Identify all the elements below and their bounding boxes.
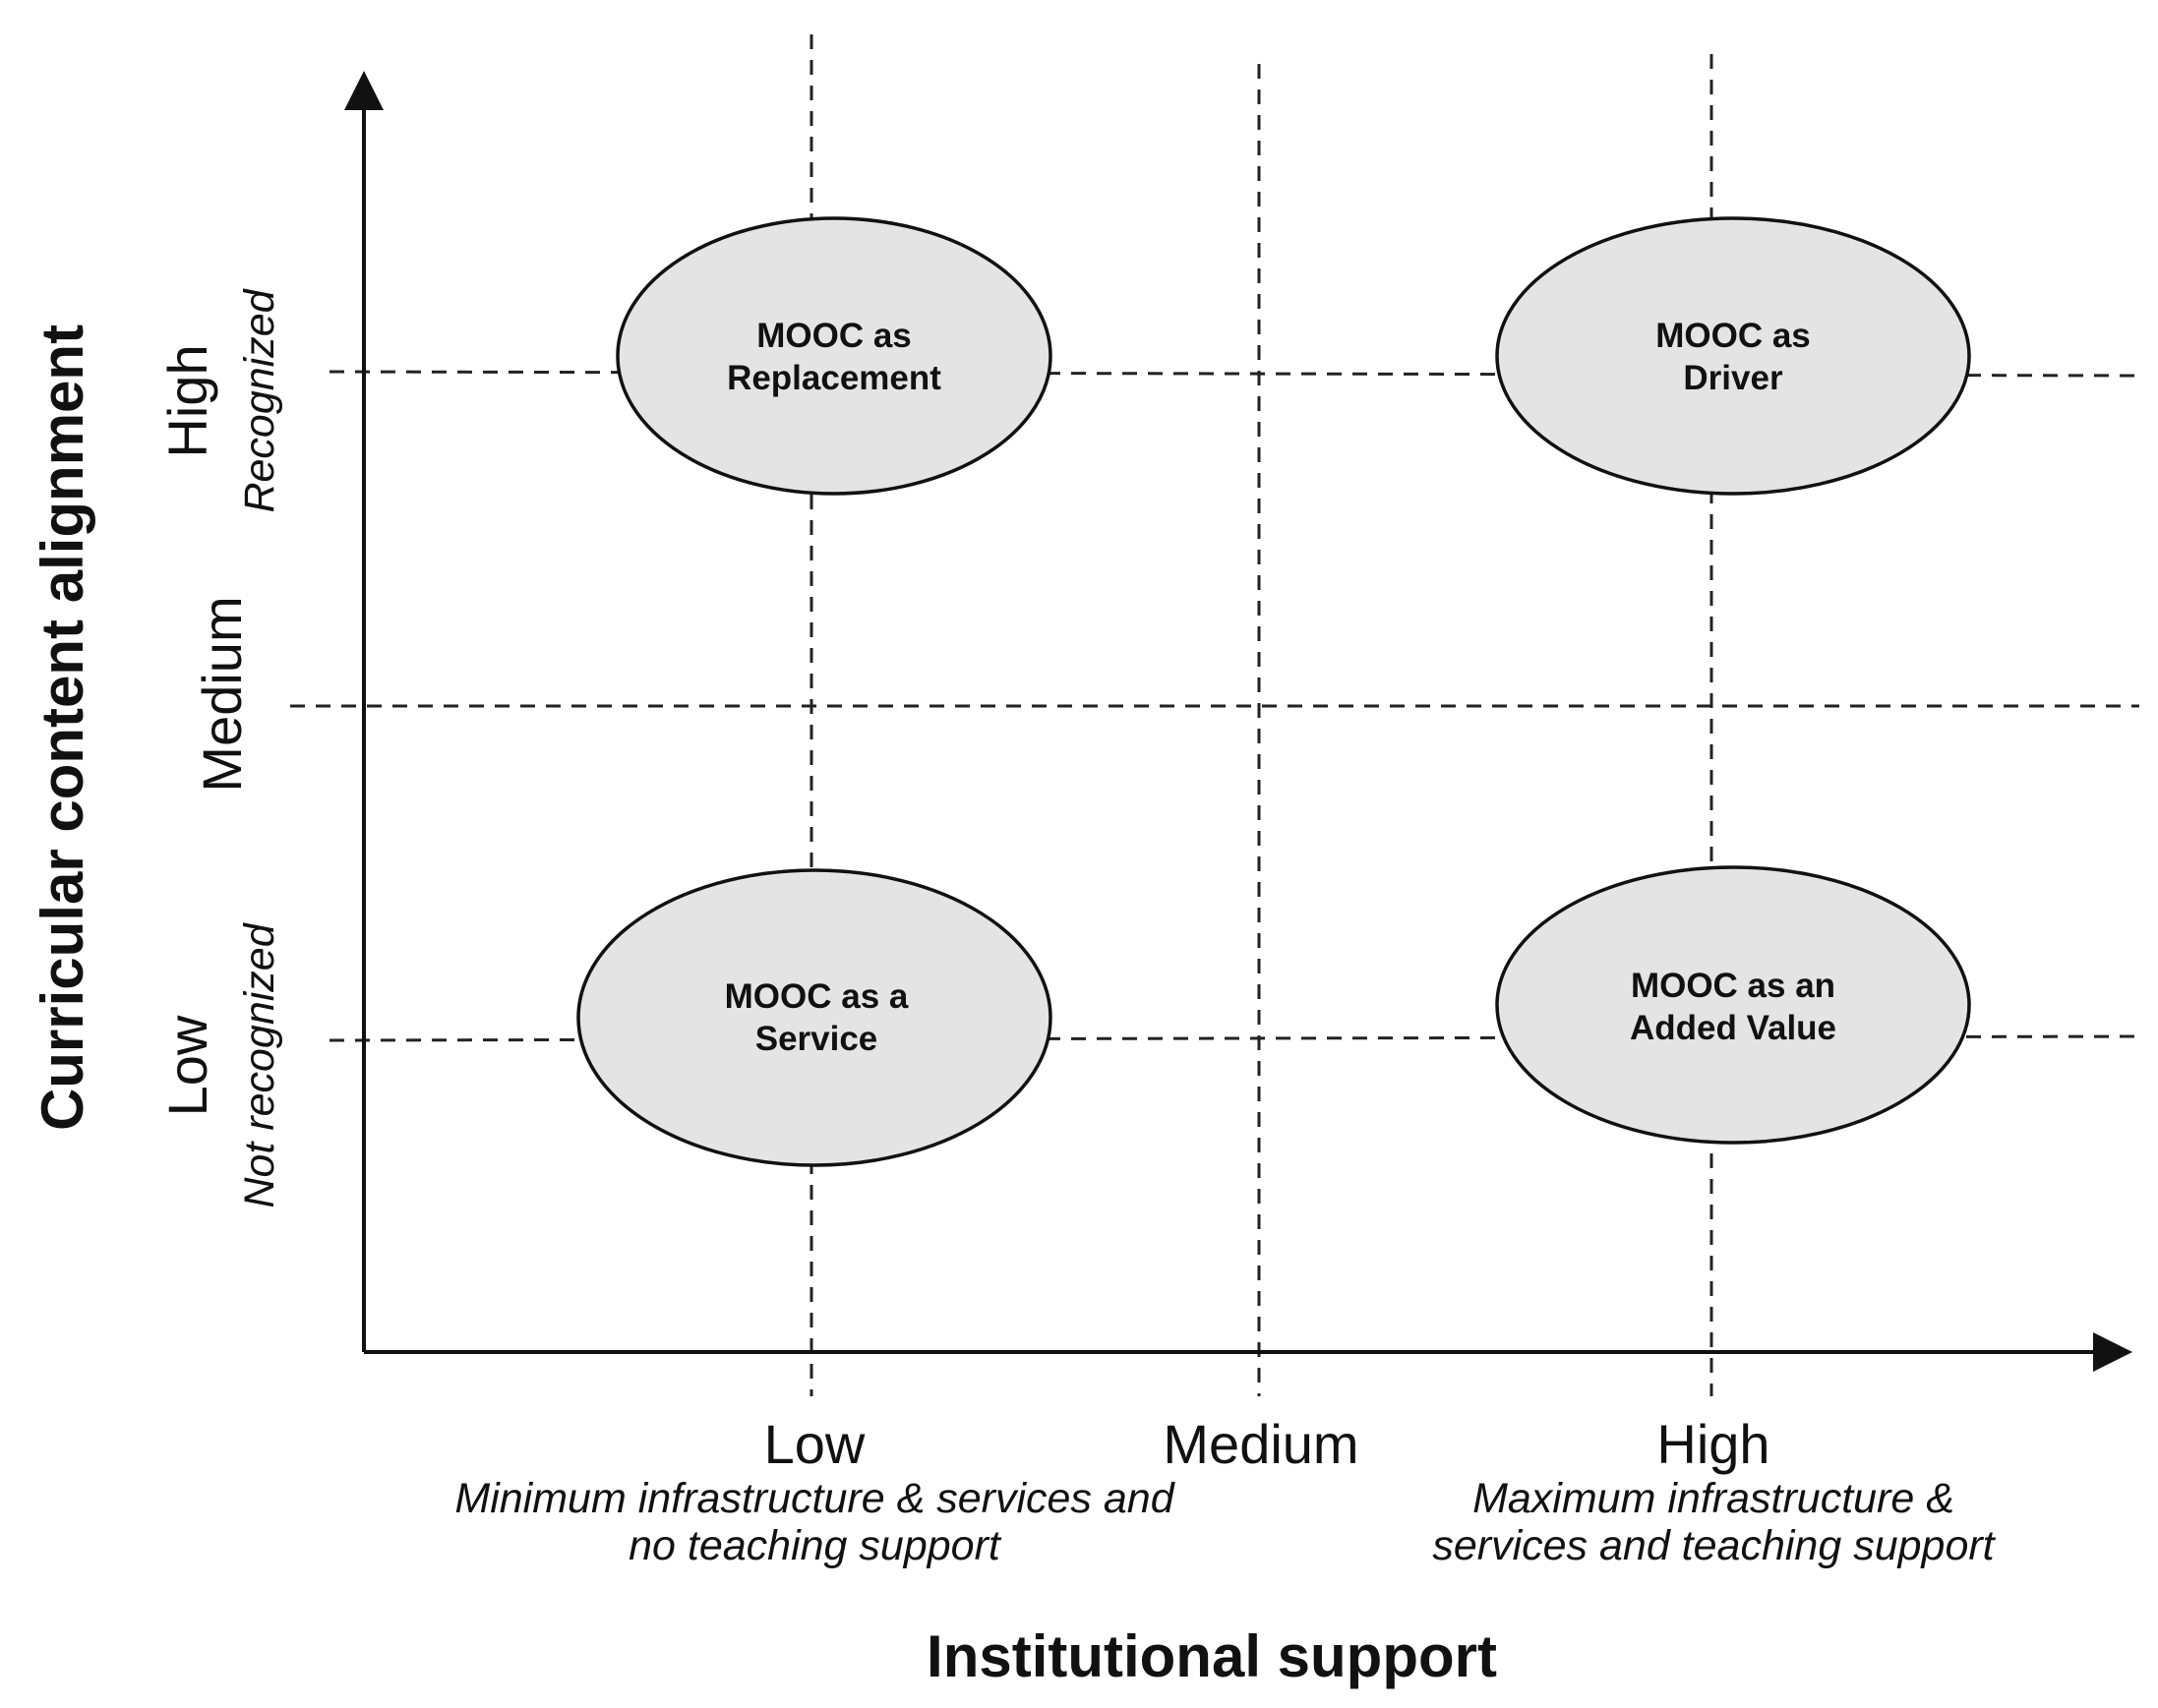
- driver-line-1: MOOC as: [1655, 317, 1811, 355]
- service-line-2: Service: [755, 1020, 878, 1058]
- service-line-1: MOOC as a: [725, 977, 909, 1016]
- y-low-note: Not recognized: [236, 921, 283, 1207]
- x-low-note-line-2: no teaching support: [629, 1522, 1002, 1569]
- ellipse-added-value: [1495, 865, 1971, 1145]
- y-axis-labels: Curricular content alignment High Recogn…: [30, 287, 283, 1207]
- y-level-medium: Medium: [191, 596, 253, 792]
- gridlines: [290, 34, 2140, 1396]
- ellipse-service: [576, 868, 1052, 1167]
- quadrant-ellipses: MOOC as Replacement MOOC as Driver MOOC …: [576, 216, 1971, 1167]
- quadrant-added-value: MOOC as an Added Value: [1495, 865, 1971, 1145]
- ellipse-driver: [1495, 216, 1971, 496]
- x-level-medium: Medium: [1163, 1413, 1358, 1475]
- added-value-line-1: MOOC as an: [1631, 967, 1835, 1005]
- x-axis-title: Institutional support: [927, 1623, 1497, 1689]
- ellipse-replacement: [616, 216, 1052, 496]
- x-high-note-line-1: Maximum infrastructure &: [1472, 1475, 1954, 1522]
- x-level-low: Low: [764, 1413, 866, 1475]
- quadrant-driver: MOOC as Driver: [1495, 216, 1971, 496]
- x-high-note-line-2: services and teaching support: [1432, 1522, 1996, 1569]
- y-high-note: Recognized: [236, 287, 283, 512]
- quadrant-service: MOOC as a Service: [576, 868, 1052, 1167]
- x-level-high: High: [1656, 1413, 1769, 1475]
- y-level-high: High: [156, 344, 218, 457]
- y-level-low: Low: [156, 1015, 218, 1116]
- y-axis-title: Curricular content alignment: [30, 324, 95, 1131]
- replacement-line-1: MOOC as: [756, 317, 912, 355]
- replacement-line-2: Replacement: [727, 359, 941, 397]
- hline-high: [329, 370, 2140, 378]
- axes: [344, 71, 2132, 1372]
- x-axis-labels: Low Medium High Minimum infrastructure &…: [454, 1413, 1996, 1689]
- quadrant-replacement: MOOC as Replacement: [616, 216, 1052, 496]
- driver-line-2: Driver: [1683, 359, 1783, 397]
- x-low-note-line-1: Minimum infrastructure & services and: [454, 1475, 1175, 1522]
- added-value-line-2: Added Value: [1630, 1009, 1836, 1047]
- hline-low: [329, 1034, 2140, 1042]
